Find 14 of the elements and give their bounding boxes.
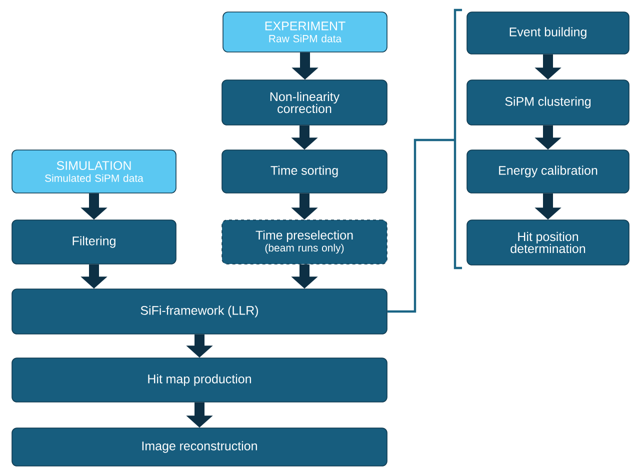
- process-box: Non-linearity correction: [222, 80, 388, 126]
- source-box: SIMULATION Simulated SiPM data: [12, 150, 176, 194]
- connector-line: [387, 138, 455, 313]
- process-box: SiFi-framework (LLR): [12, 288, 388, 334]
- process-box: Event building: [466, 12, 630, 54]
- source-box: EXPERIMENT Raw SiPM data: [222, 12, 388, 52]
- process-box: Image reconstruction: [12, 428, 388, 466]
- process-box: Hit position determination: [466, 220, 630, 266]
- process-box: Hit map production: [12, 358, 388, 402]
- dashed-process-box: Time preselection (beam runs only): [222, 220, 388, 264]
- process-box: SiPM clustering: [466, 80, 630, 126]
- process-box: Time sorting: [222, 150, 388, 194]
- process-box: Energy calibration: [466, 150, 630, 194]
- process-box: Filtering: [12, 220, 176, 264]
